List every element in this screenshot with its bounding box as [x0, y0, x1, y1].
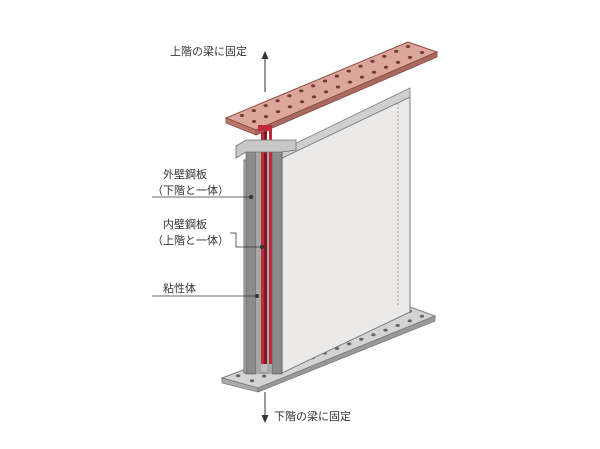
bolt-hole — [371, 70, 377, 74]
callout-outer-plate: 外壁鋼板 （下階と一体） — [152, 167, 253, 199]
bolt-hole — [382, 54, 387, 58]
bolt-hole — [299, 100, 305, 104]
bolt-hole — [251, 120, 257, 124]
bolt-hole — [358, 64, 363, 68]
top-arrow: 上階の梁に固定 — [170, 44, 269, 92]
bolt-hole — [299, 89, 304, 93]
bottom-arrow-label: 下階の梁に固定 — [274, 409, 351, 423]
bolt-hole — [335, 85, 341, 89]
bolt-hole — [383, 65, 389, 69]
outer-steel-plate — [245, 151, 257, 375]
bolt-hole — [275, 110, 281, 114]
bolt-hole — [359, 75, 365, 79]
bolt-hole — [394, 49, 399, 53]
outer-plate-note: （下階と一体） — [152, 183, 229, 197]
bolt-hole — [322, 79, 328, 83]
top-bolt-holes — [239, 44, 425, 124]
bolt-hole — [323, 90, 329, 94]
bolt-hole — [405, 44, 411, 48]
outer-plate-label: 外壁鋼板 — [163, 167, 207, 181]
bolt-hole — [235, 374, 241, 378]
callout-viscous: 粘性体 — [152, 281, 259, 298]
bolt-hole — [334, 74, 340, 78]
inner-plate-note: （上階と一体） — [152, 233, 229, 247]
bolt-hole — [310, 84, 316, 88]
bolt-hole — [419, 50, 425, 54]
bolt-hole — [287, 105, 293, 109]
top-flange — [224, 41, 439, 136]
bolt-hole — [275, 99, 280, 103]
bolt-hole — [407, 319, 412, 323]
bolt-hole — [239, 114, 245, 118]
bottom-arrow: 下階の梁に固定 — [261, 392, 351, 423]
bolt-hole — [370, 59, 375, 63]
top-arrow-label: 上階の梁に固定 — [170, 44, 247, 58]
inner-plate-label: 内壁鋼板 — [163, 217, 207, 231]
bolt-hole — [359, 337, 364, 341]
callout-inner-plate: 内壁鋼板 （上階と一体） — [152, 217, 264, 249]
bolt-hole — [371, 333, 376, 337]
bolt-hole — [311, 95, 317, 99]
bolt-hole — [419, 314, 425, 318]
bolt-hole — [249, 379, 255, 383]
bolt-hole — [395, 60, 401, 64]
bolt-hole — [263, 115, 269, 119]
bolt-hole — [346, 69, 351, 73]
bolt-hole — [395, 324, 400, 327]
bolt-hole — [407, 55, 413, 59]
bolt-hole — [251, 109, 256, 113]
viscous-label: 粘性体 — [163, 281, 196, 295]
bolt-hole — [383, 328, 388, 332]
bolt-hole — [263, 104, 268, 108]
bolt-hole — [346, 342, 352, 346]
bolt-hole — [347, 80, 353, 84]
bolt-hole — [287, 94, 292, 98]
bolt-hole — [262, 374, 267, 378]
